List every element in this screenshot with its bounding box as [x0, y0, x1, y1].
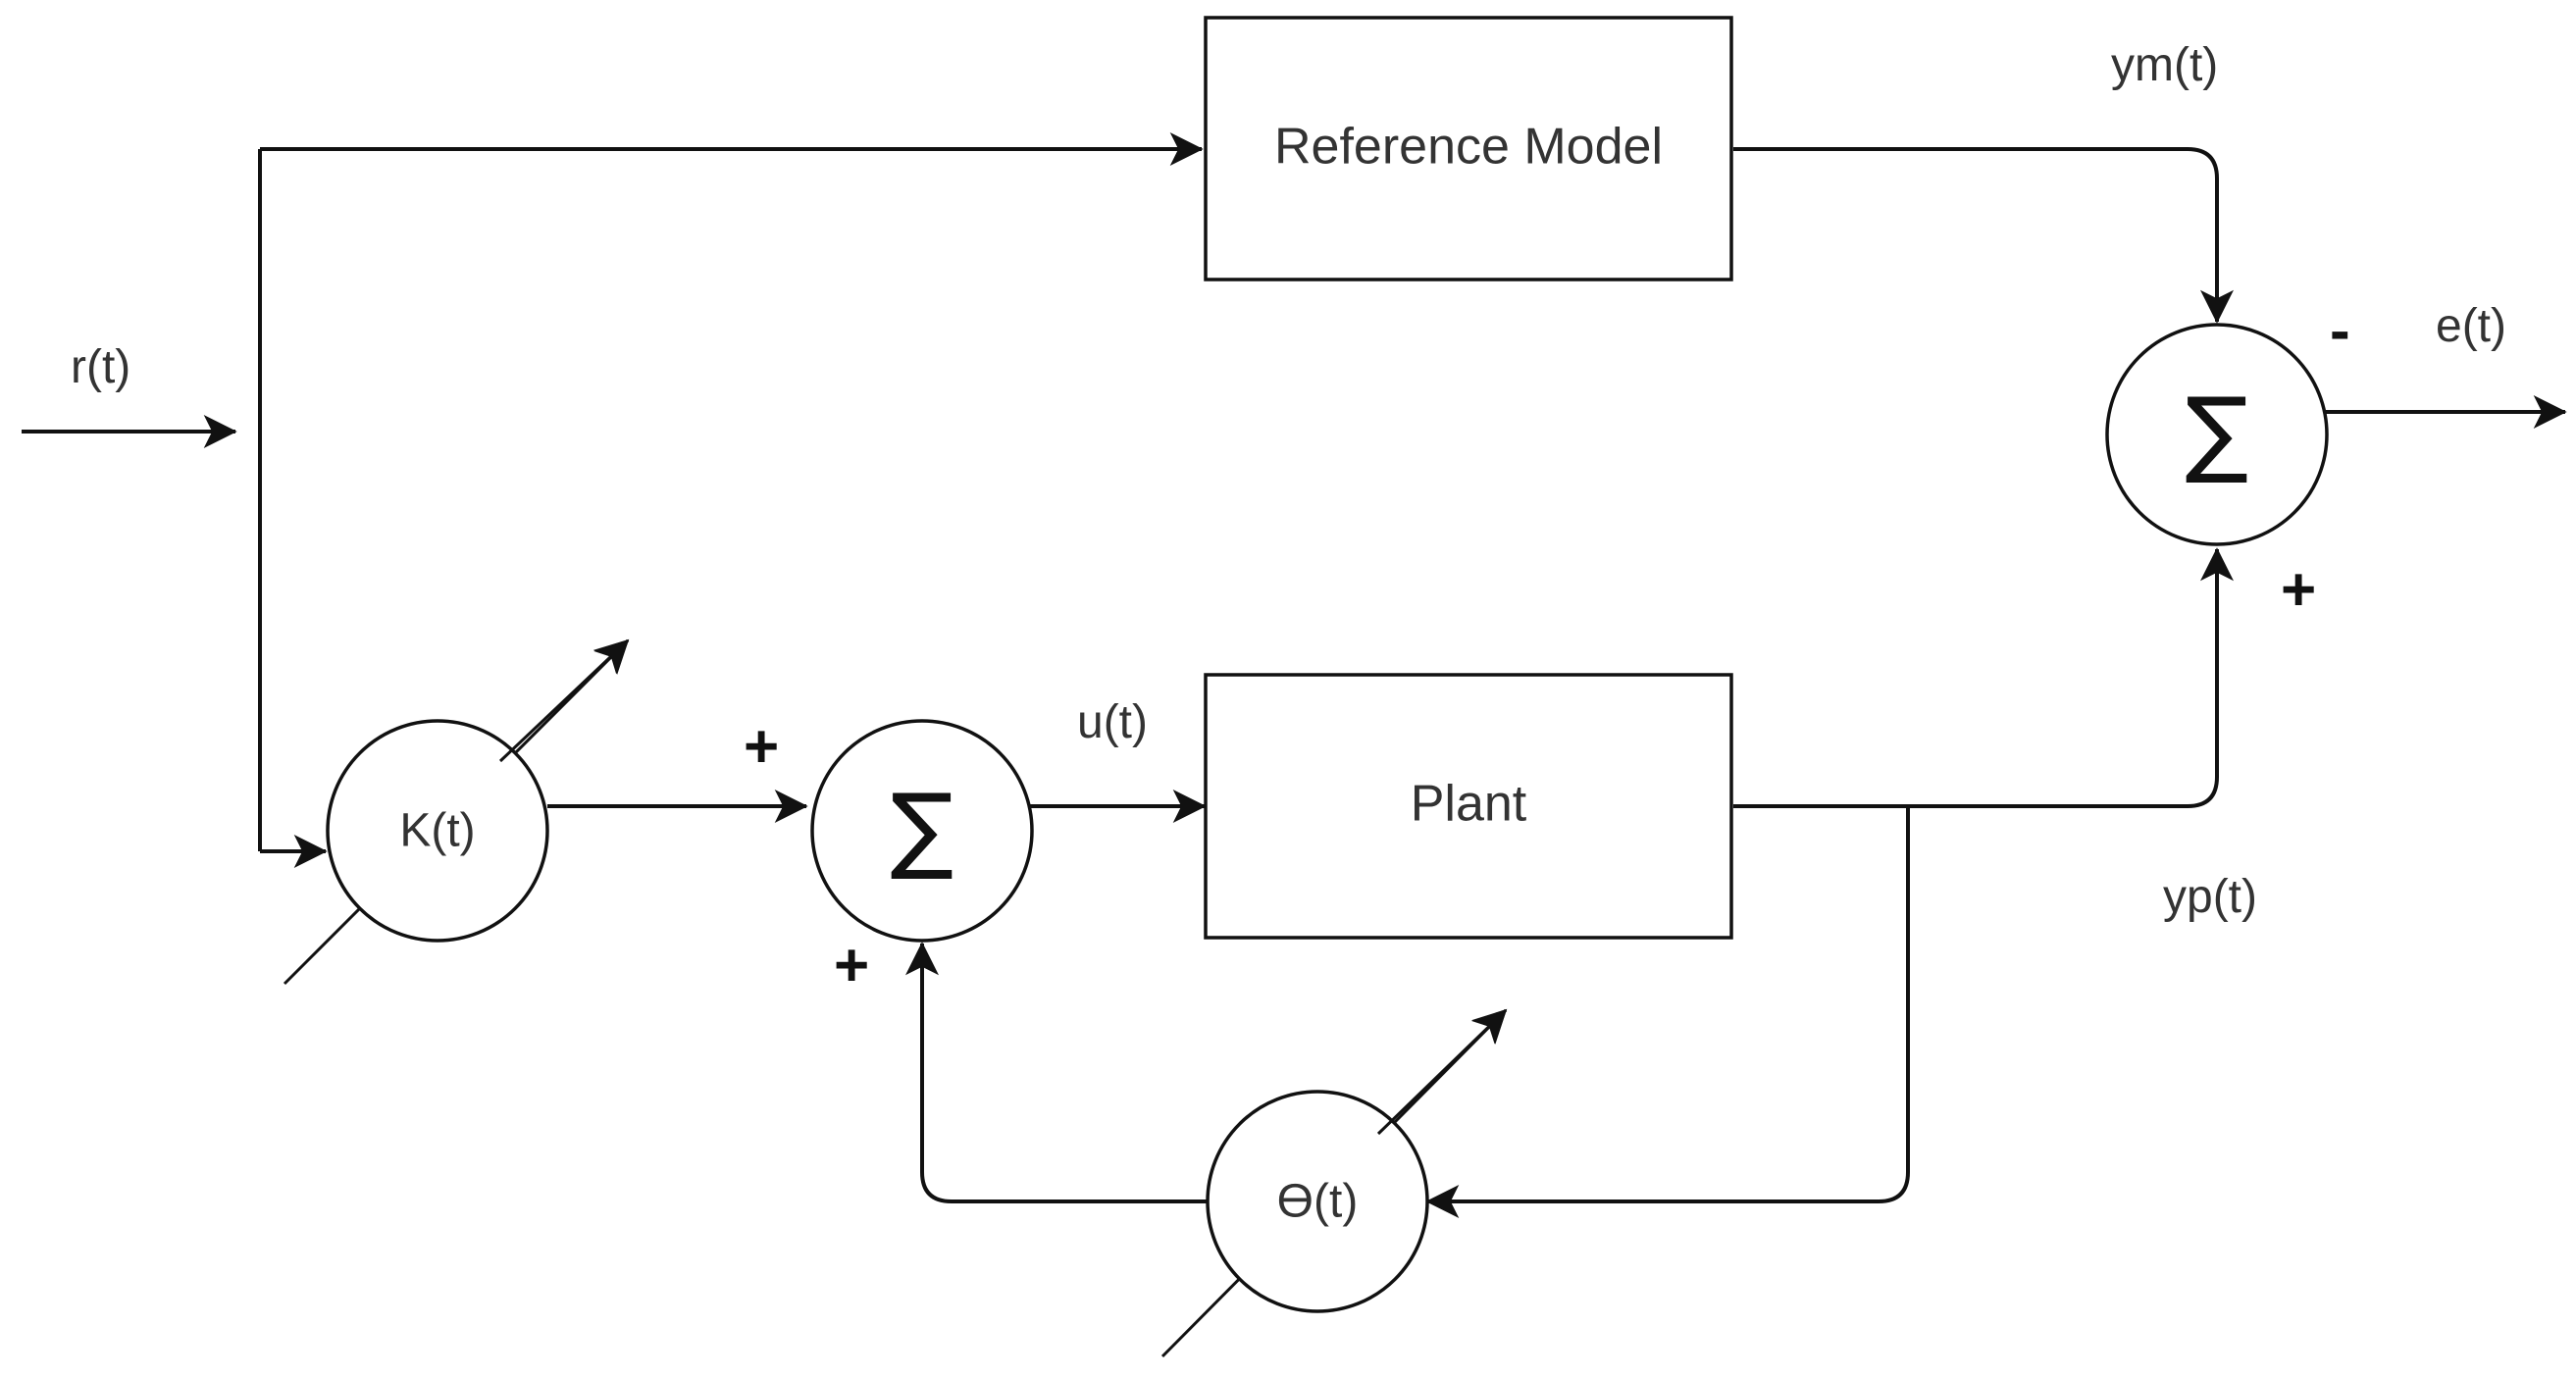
signal-r-label: r(t)	[71, 341, 130, 393]
error-plus-sign: +	[2281, 556, 2316, 624]
theta-gain-label: ϴ(t)	[1277, 1176, 1359, 1228]
control-summer: ∑	[810, 719, 1034, 943]
k-gain-node: K(t)	[283, 638, 630, 986]
signal-e-label: e(t)	[2436, 300, 2506, 352]
signal-u-label: u(t)	[1077, 696, 1148, 748]
error-summer: ∑	[2105, 323, 2329, 546]
error-summer-sigma: ∑	[2186, 377, 2249, 486]
ym-wire	[1733, 147, 2234, 324]
reference-model-block: Reference Model	[1204, 16, 1733, 281]
signal-yp-label: yp(t)	[2163, 871, 2257, 923]
reference-model-label: Reference Model	[1274, 119, 1663, 176]
control-summer-sigma: ∑	[891, 773, 954, 883]
signal-ym-label: ym(t)	[2111, 39, 2218, 91]
yp-wire	[1733, 547, 2234, 808]
error-minus-sign: -	[2330, 297, 2350, 365]
control-plus-bottom-sign: +	[834, 932, 869, 999]
theta-gain-node: ϴ(t)	[1160, 1008, 1508, 1358]
control-plus-top-sign: +	[744, 713, 779, 781]
plant-block: Plant	[1204, 673, 1733, 940]
theta-to-summer-wire	[905, 942, 1207, 1203]
plant-label: Plant	[1411, 776, 1527, 833]
k-gain-label: K(t)	[399, 805, 475, 857]
feedback-to-theta-wire	[1425, 806, 1910, 1218]
